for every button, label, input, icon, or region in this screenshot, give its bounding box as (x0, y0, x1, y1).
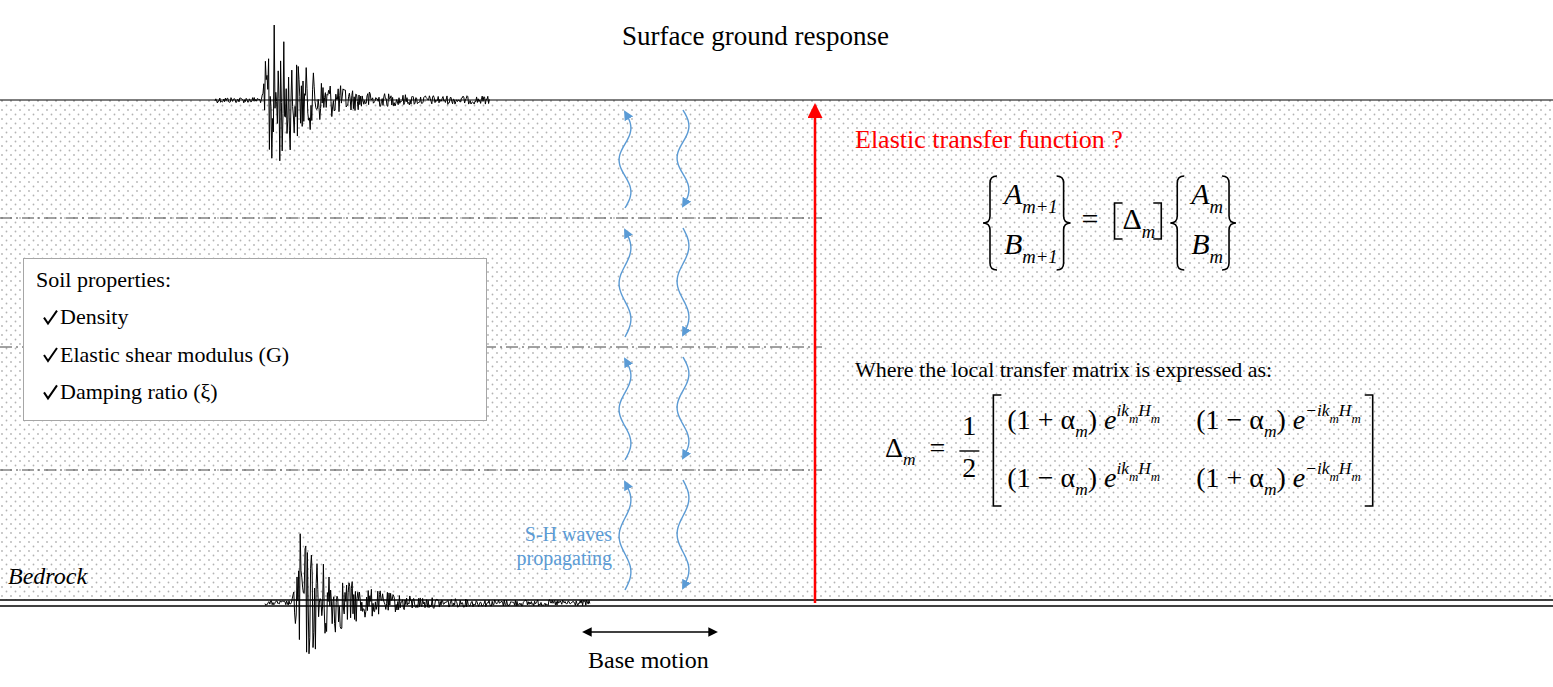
downgoing-wave (677, 110, 689, 206)
base-motion-label: Base motion (588, 646, 709, 675)
wave-label: S-H waves propagating (496, 522, 612, 570)
matrix-entry: (1 − α (1007, 462, 1075, 493)
matrix-entry: −ik (1305, 401, 1329, 420)
downgoing-wave (677, 228, 689, 335)
upgoing-wave (619, 112, 631, 208)
square-bracket (1365, 395, 1373, 506)
transfer-question: Elastic transfer function ? (855, 124, 1123, 155)
property-item: Damping ratio (ξ) (36, 379, 470, 405)
properties-box: Soil properties: DensityElastic shear mod… (23, 258, 487, 421)
matrix-entry: (1 + α (1007, 404, 1075, 435)
matrix-entry: ) (1277, 462, 1286, 493)
matrix-entry: m (1264, 480, 1277, 499)
matrix-entry: ) (1088, 404, 1097, 435)
matrix-entry: (1 − α (1196, 404, 1264, 435)
matrix-entry: ik (1116, 401, 1129, 420)
matrix-entry: (1 + α (1196, 462, 1264, 493)
vector-entry: m+1 (1022, 246, 1057, 267)
soil-deposit (0, 100, 1553, 600)
matrix-entry: e (1104, 404, 1116, 435)
fraction-number: 2 (962, 452, 976, 483)
matrix-entry: H (1138, 401, 1151, 420)
bedrock-line (0, 605, 1553, 607)
base-motion-arrow (584, 631, 716, 633)
matrix-entry: m (1129, 470, 1138, 484)
vector-entry: m (1210, 246, 1223, 267)
bedrock-line (0, 599, 1553, 601)
matrix-entry: m (1151, 412, 1160, 426)
matrix-entry: m (1075, 422, 1088, 441)
downgoing-wave (677, 357, 689, 458)
box-heading: Soil properties: (36, 267, 470, 293)
matrix-entry: −ik (1305, 459, 1329, 478)
vector-entry: m (1210, 196, 1223, 217)
matrix-entry: m (1351, 470, 1360, 484)
vector-entry: A (1004, 177, 1022, 210)
curly-brace (1170, 176, 1184, 270)
matrix-entry: e (1104, 462, 1116, 493)
curly-brace (1057, 176, 1071, 270)
layer-boundary (0, 218, 822, 219)
matrix-entry: m (1264, 422, 1277, 441)
matrix-entry: m (1351, 412, 1360, 426)
matrix-entry: H (1339, 459, 1352, 478)
curly-brace (1222, 176, 1236, 270)
matrix-entry: e (1293, 462, 1305, 493)
curly-brace (983, 176, 997, 270)
downgoing-wave (677, 480, 689, 588)
property-item: Density (36, 304, 470, 330)
equals-sign: = (930, 432, 946, 463)
property-item: Elastic shear modulus (G) (36, 342, 470, 368)
matrix-entry: ik (1116, 459, 1129, 478)
matrix-entry: m (1129, 412, 1138, 426)
matrix-symbol: Δ (885, 432, 903, 463)
surface-seismogram (215, 25, 489, 161)
square-bracket (993, 395, 1001, 506)
upgoing-wave (619, 482, 631, 590)
vector-entry: m+1 (1022, 196, 1057, 217)
matrix-symbol: m (1142, 221, 1155, 242)
check-mark (44, 385, 57, 398)
matrix-entry: ) (1277, 404, 1286, 435)
matrix-entry: m (1151, 470, 1160, 484)
vector-entry: B (1004, 227, 1022, 260)
surface-label: Surface ground response (622, 20, 889, 52)
layer-boundary (0, 470, 822, 471)
matrix-entry: m (1075, 480, 1088, 499)
wave-arrows (619, 110, 689, 590)
matrix-entry: m (1330, 412, 1339, 426)
upgoing-wave (619, 359, 631, 460)
equals-sign: = (1082, 202, 1099, 235)
check-mark (44, 347, 57, 360)
vector-entry: A (1191, 177, 1209, 210)
matrix-entry: H (1138, 459, 1151, 478)
layer-boundaries (0, 218, 822, 470)
matrix-symbol: m (903, 450, 916, 469)
matrix-entry: m (1330, 470, 1339, 484)
matrix-entry: e (1293, 404, 1305, 435)
transfer-arrow (814, 106, 817, 603)
fraction-bar (959, 450, 979, 451)
bedrock-label: Bedrock (8, 562, 87, 591)
matrix-entry: H (1339, 401, 1352, 420)
check-mark (44, 310, 57, 323)
upgoing-wave (619, 230, 631, 337)
matrix-symbol: Δ (1123, 202, 1142, 235)
matrix-intro: Where the local transfer matrix is expre… (855, 357, 1272, 383)
square-bracket (1115, 203, 1123, 239)
fraction-number: 1 (962, 410, 976, 441)
vector-entry: B (1191, 227, 1209, 260)
matrix-entry: ) (1088, 462, 1097, 493)
